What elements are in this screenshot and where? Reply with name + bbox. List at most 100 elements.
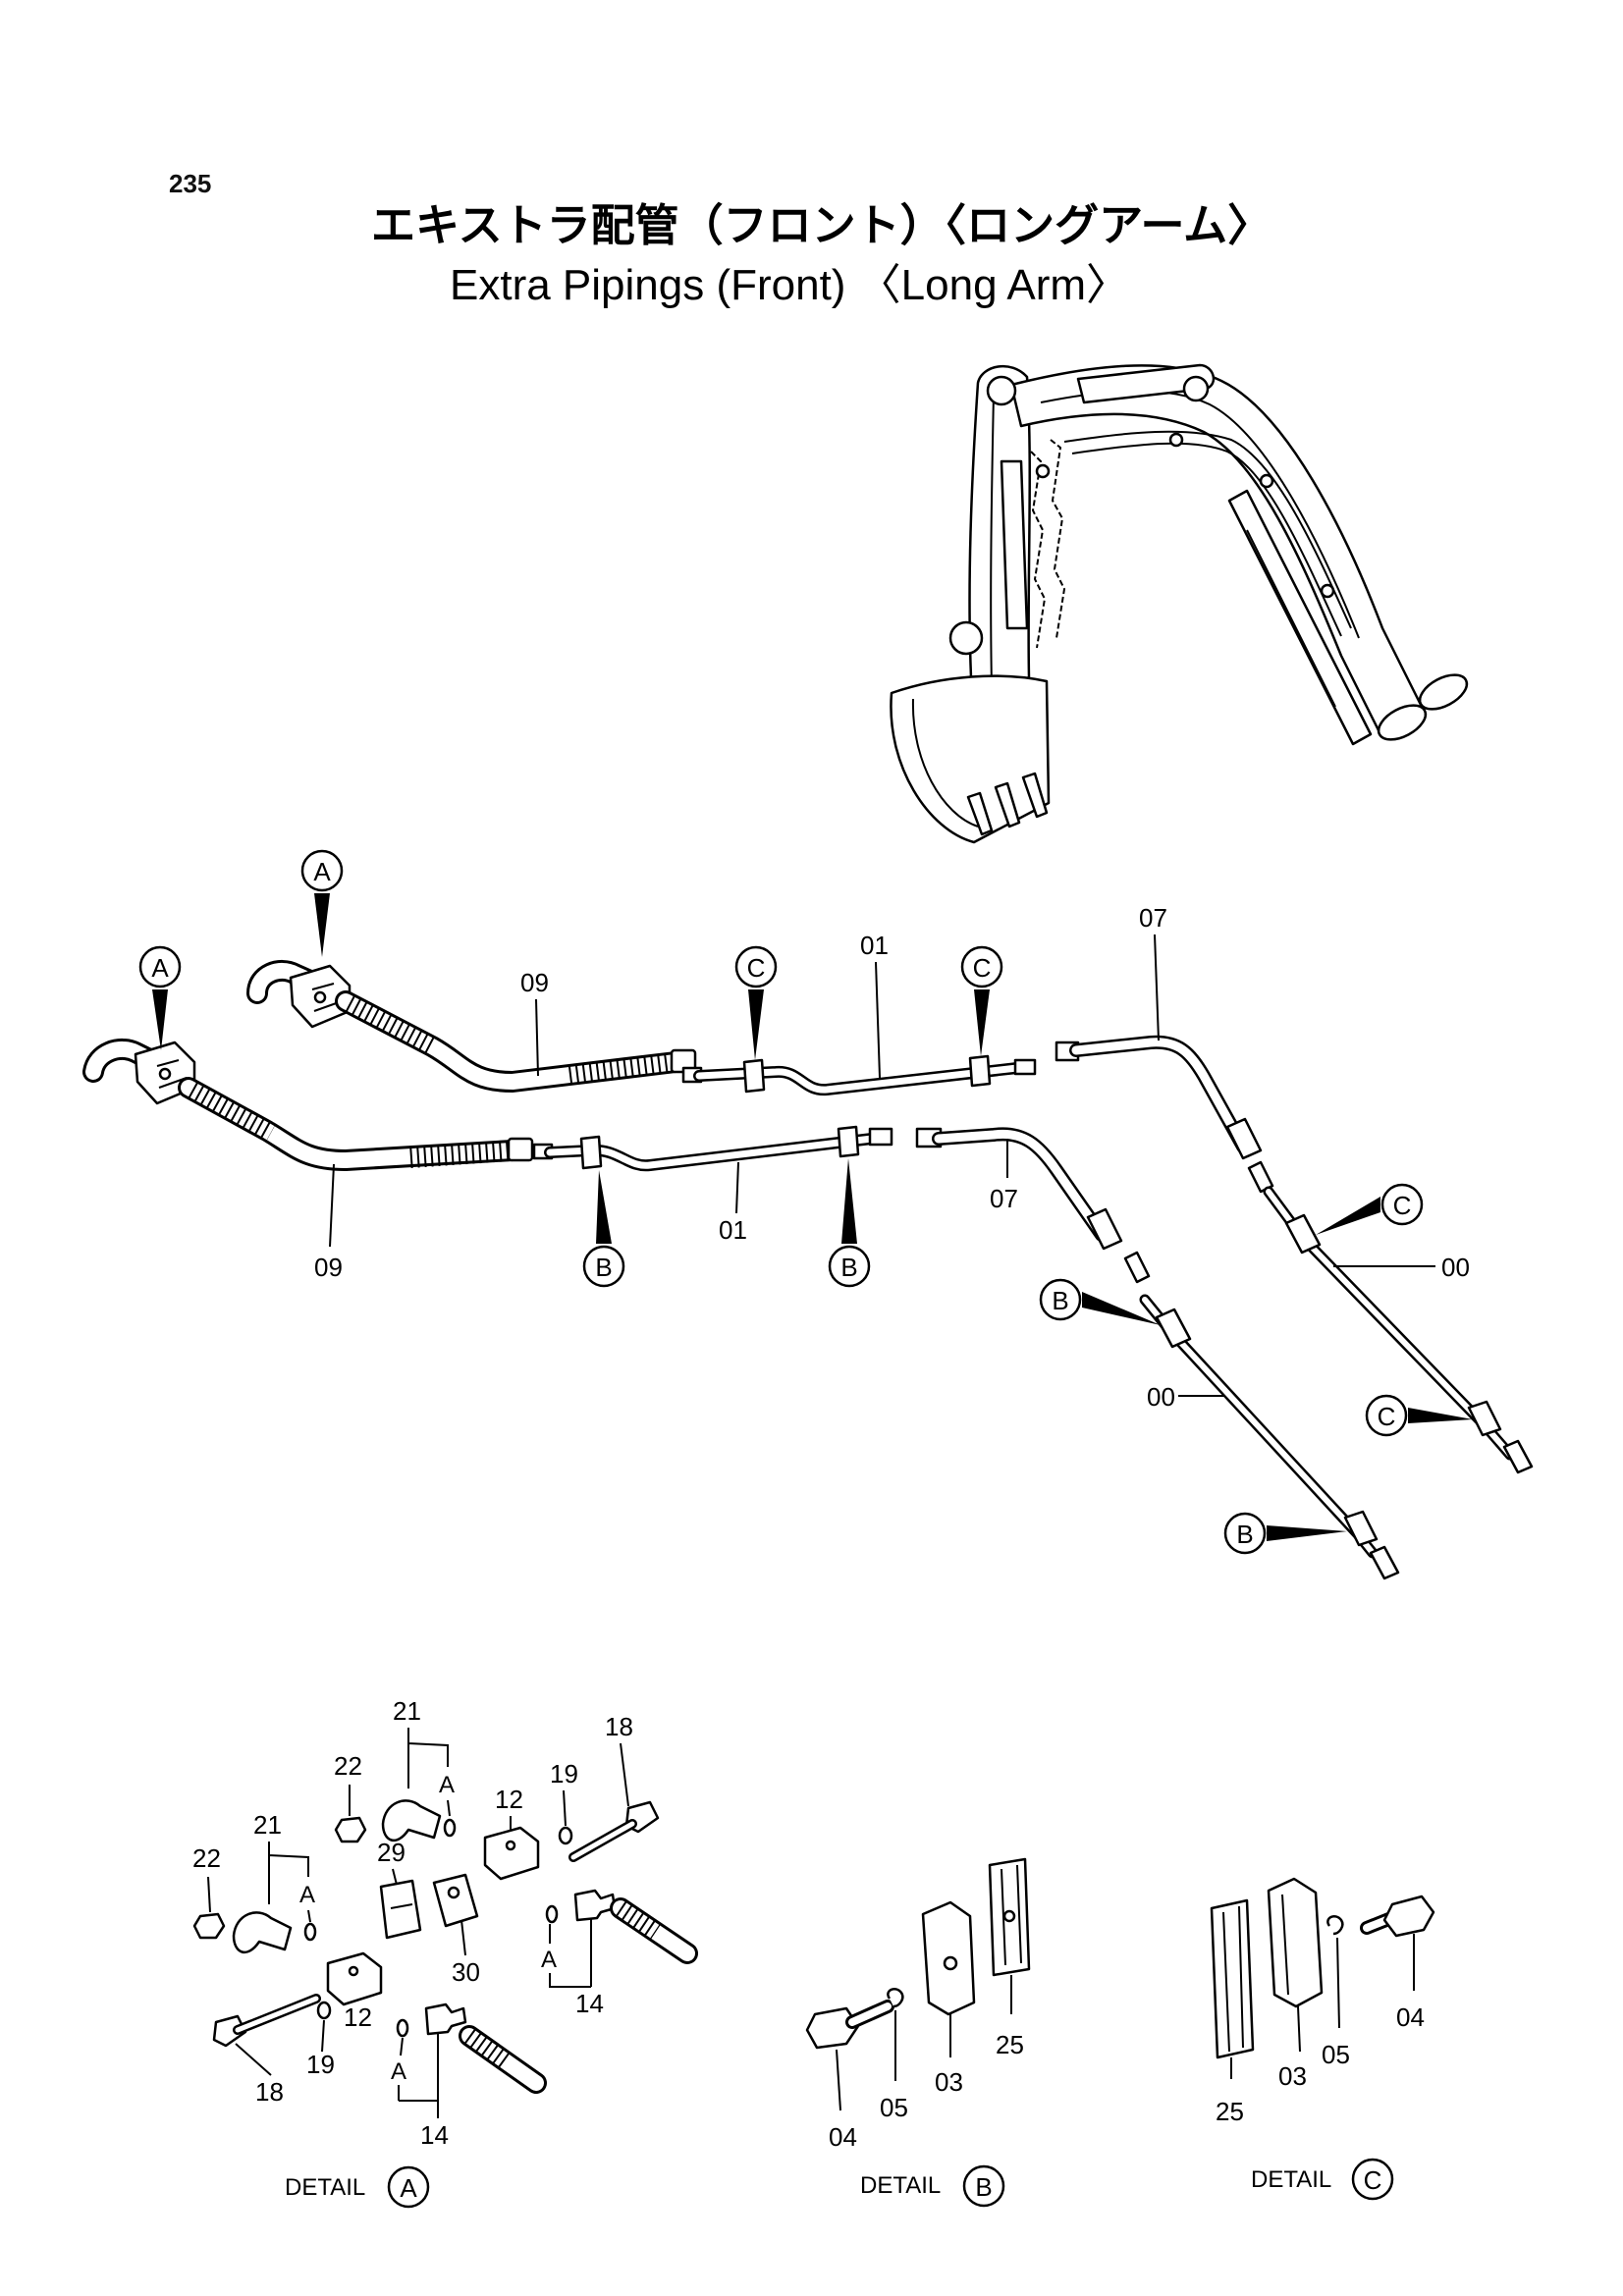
svg-text:B: B bbox=[975, 2172, 992, 2202]
svg-text:B: B bbox=[840, 1253, 857, 1282]
label-00-upper: 00 bbox=[1333, 1253, 1470, 1282]
svg-text:B: B bbox=[595, 1253, 612, 1282]
svg-text:22: 22 bbox=[334, 1751, 362, 1781]
bolt-04-c bbox=[1382, 1895, 1435, 1938]
svg-text:B: B bbox=[1052, 1286, 1068, 1315]
channel-25-c bbox=[1210, 1898, 1255, 2059]
label-01-lower: 01 bbox=[719, 1161, 747, 1245]
o-ring-14-lower bbox=[396, 2018, 409, 2038]
connector-14-lower bbox=[424, 2002, 467, 2036]
label-00-lower: 00 bbox=[1147, 1382, 1225, 1412]
svg-text:25: 25 bbox=[1216, 2097, 1244, 2126]
svg-text:19: 19 bbox=[550, 1759, 578, 1789]
detail-a-label: DETAIL bbox=[285, 2174, 365, 2201]
callout-b-pipe00-top: B bbox=[1039, 1278, 1161, 1325]
elbow-21-lower bbox=[232, 1911, 293, 1954]
svg-text:04: 04 bbox=[1396, 2002, 1425, 2032]
svg-text:25: 25 bbox=[996, 2030, 1024, 2059]
detail-b-label: DETAIL bbox=[860, 2172, 941, 2199]
upper-pipe-00 bbox=[1269, 1192, 1534, 1474]
svg-text:03: 03 bbox=[1278, 2061, 1307, 2091]
svg-text:12: 12 bbox=[495, 1785, 523, 1814]
washer-05-c bbox=[1326, 1915, 1344, 1936]
svg-text:21: 21 bbox=[253, 1810, 282, 1840]
bolt-18-lower-head bbox=[212, 2014, 247, 2048]
callout-b-pipe01-right: B bbox=[828, 1158, 871, 1288]
lower-pipe-01 bbox=[532, 1125, 893, 1168]
detail-a: 22 21 A 22 21 A 29 30 12 bbox=[192, 1696, 698, 2209]
svg-text:14: 14 bbox=[575, 1989, 604, 2018]
svg-text:07: 07 bbox=[1139, 903, 1167, 933]
page-title-english: Extra Pipings (Front) 〈Long Arm〉 bbox=[450, 261, 1130, 309]
svg-text:C: C bbox=[1378, 1402, 1396, 1431]
svg-text:C: C bbox=[1364, 2165, 1382, 2195]
svg-text:A: A bbox=[299, 1882, 315, 1908]
washer-19-upper bbox=[558, 1826, 573, 1845]
svg-text:18: 18 bbox=[255, 2077, 284, 2107]
svg-text:03: 03 bbox=[935, 2067, 963, 2097]
svg-text:A: A bbox=[391, 2058, 406, 2085]
callout-a-lower: A bbox=[138, 945, 182, 1050]
page-title-japanese: エキストラ配管（フロント）〈ロングアーム〉 bbox=[371, 199, 1272, 251]
callout-c-pipe01-left: C bbox=[734, 945, 778, 1060]
svg-text:A: A bbox=[313, 857, 331, 886]
upper-hose-assembly-09 bbox=[246, 959, 697, 1082]
svg-text:C: C bbox=[1393, 1191, 1412, 1220]
lower-pipe-00 bbox=[1145, 1300, 1400, 1580]
lower-hose-07 bbox=[915, 1129, 1151, 1284]
detail-c: 25 03 05 04 DETAIL C bbox=[1210, 1877, 1435, 2201]
svg-text:14: 14 bbox=[420, 2120, 449, 2150]
lower-hose-assembly-09 bbox=[82, 1038, 534, 1160]
label-09-upper: 09 bbox=[520, 968, 549, 1077]
callout-b-pipe01-left: B bbox=[582, 1170, 625, 1288]
upper-hose-07 bbox=[1055, 1042, 1274, 1194]
elbow-21-upper bbox=[381, 1799, 442, 1842]
washer-19-lower bbox=[316, 2001, 332, 2020]
washer-05 bbox=[887, 1988, 904, 2008]
plate-30 bbox=[432, 1873, 479, 1928]
upper-pipe-01 bbox=[681, 1054, 1037, 1092]
svg-text:00: 00 bbox=[1441, 1253, 1470, 1282]
label-07-upper: 07 bbox=[1139, 903, 1167, 1041]
svg-text:A: A bbox=[400, 2173, 417, 2203]
block-12-lower bbox=[326, 1951, 383, 2006]
o-ring-upper bbox=[443, 1818, 457, 1838]
bolt-04-head bbox=[805, 2006, 860, 2050]
svg-text:B: B bbox=[1236, 1520, 1253, 1549]
svg-text:C: C bbox=[973, 953, 992, 983]
nut-22-upper bbox=[334, 1816, 367, 1843]
callout-c-pipe01-right: C bbox=[960, 945, 1003, 1056]
nut-22-lower bbox=[192, 1912, 226, 1940]
svg-text:07: 07 bbox=[990, 1184, 1018, 1213]
svg-text:C: C bbox=[747, 953, 766, 983]
svg-text:21: 21 bbox=[393, 1696, 421, 1726]
svg-text:A: A bbox=[541, 1947, 557, 1973]
svg-text:05: 05 bbox=[880, 2093, 908, 2122]
callout-b-pipe00-bottom: B bbox=[1223, 1512, 1347, 1555]
o-ring-lower bbox=[303, 1922, 317, 1942]
label-01-upper: 01 bbox=[860, 931, 889, 1079]
svg-text:09: 09 bbox=[520, 968, 549, 997]
svg-text:22: 22 bbox=[192, 1843, 221, 1873]
svg-text:A: A bbox=[151, 953, 169, 983]
page-number: 235 bbox=[169, 169, 212, 198]
callout-a-upper: A bbox=[300, 849, 344, 957]
clamp-29 bbox=[379, 1879, 422, 1940]
svg-text:29: 29 bbox=[377, 1838, 406, 1867]
svg-text:12: 12 bbox=[344, 2002, 372, 2032]
o-ring-14-upper bbox=[545, 1904, 559, 1924]
svg-text:A: A bbox=[439, 1772, 455, 1798]
block-12-upper bbox=[483, 1826, 540, 1881]
svg-text:18: 18 bbox=[605, 1712, 633, 1741]
svg-text:01: 01 bbox=[719, 1215, 747, 1245]
svg-text:05: 05 bbox=[1322, 2040, 1350, 2069]
svg-text:00: 00 bbox=[1147, 1382, 1175, 1412]
svg-text:09: 09 bbox=[314, 1253, 343, 1282]
callout-c-pipe00-top: C bbox=[1316, 1183, 1424, 1235]
svg-text:19: 19 bbox=[306, 2050, 335, 2079]
svg-text:04: 04 bbox=[829, 2122, 857, 2152]
label-09-lower: 09 bbox=[314, 1163, 343, 1282]
plate-03-c bbox=[1267, 1877, 1324, 2008]
